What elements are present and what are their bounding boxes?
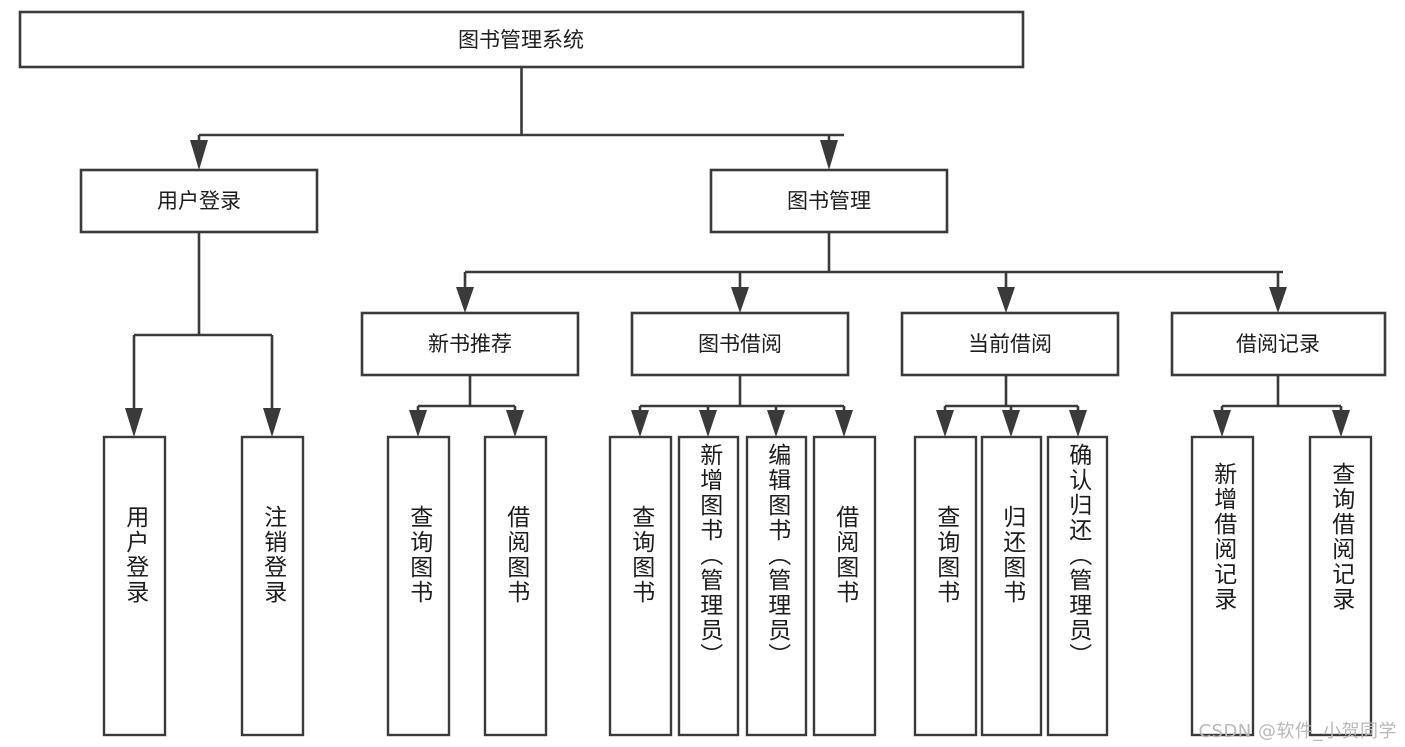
node-leaf-query-record-box[interactable] bbox=[1308, 435, 1373, 737]
node-user-login-label: 用户登录 bbox=[157, 189, 241, 213]
arrow-leaf-confirm-return bbox=[1069, 410, 1087, 437]
node-leaf-return-book-box[interactable] bbox=[980, 435, 1043, 737]
node-book-borrow[interactable]: 图书借阅 bbox=[630, 311, 850, 377]
node-leaf-confirm-return-box[interactable] bbox=[1046, 435, 1109, 737]
leaf-boxes-layer bbox=[102, 435, 1373, 737]
node-leaf-add-record-box[interactable] bbox=[1190, 435, 1255, 737]
node-user-login-box[interactable] bbox=[79, 168, 319, 234]
arrow-leaf-edit-book bbox=[767, 410, 785, 437]
node-leaf-user-login-box[interactable] bbox=[102, 435, 167, 737]
node-current-borrow[interactable]: 当前借阅 bbox=[900, 311, 1120, 377]
node-leaf-query-book-2-box[interactable] bbox=[608, 435, 673, 737]
arrow-leaf-query-record bbox=[1332, 410, 1350, 437]
node-book-borrow-label: 图书借阅 bbox=[698, 332, 782, 356]
node-root[interactable]: 图书管理系统 bbox=[18, 10, 1025, 69]
arrow-leaf-user-logout bbox=[263, 408, 281, 437]
arrow-leaf-add-record bbox=[1213, 410, 1231, 437]
node-leaf-borrow-book-2-box[interactable] bbox=[812, 435, 877, 737]
node-leaf-user-logout-box[interactable] bbox=[240, 435, 305, 737]
node-borrow-record-box[interactable] bbox=[1170, 311, 1387, 377]
arrow-leaf-query-book-3 bbox=[936, 410, 954, 437]
node-leaf-edit-book-box[interactable] bbox=[745, 435, 808, 737]
node-root-box[interactable] bbox=[18, 10, 1025, 69]
node-leaf-query-book-3-box[interactable] bbox=[913, 435, 978, 737]
node-current-borrow-label: 当前借阅 bbox=[968, 332, 1052, 356]
arrow-leaf-return-book bbox=[1002, 410, 1020, 437]
node-leaf-borrow-book-1-box[interactable] bbox=[483, 435, 548, 737]
arrow-leaf-query-book-1 bbox=[409, 410, 427, 437]
node-leaf-query-book-1-box[interactable] bbox=[386, 435, 451, 737]
node-new-book-recommend-label: 新书推荐 bbox=[428, 332, 512, 356]
connector-layer bbox=[125, 67, 1350, 437]
arrow-leaf-add-book bbox=[699, 410, 717, 437]
arrow-leaf-borrow-book-1 bbox=[506, 410, 524, 437]
arrow-leaf-borrow-book-2 bbox=[835, 410, 853, 437]
csdn-watermark: CSDN @软件_小贺同学 bbox=[1198, 721, 1397, 742]
node-book-manage[interactable]: 图书管理 bbox=[709, 168, 949, 234]
arrow-book-borrow bbox=[731, 287, 749, 313]
node-leaf-add-book-box[interactable] bbox=[677, 435, 740, 737]
node-user-login[interactable]: 用户登录 bbox=[79, 168, 319, 234]
node-book-borrow-box[interactable] bbox=[630, 311, 850, 377]
node-borrow-record-label: 借阅记录 bbox=[1236, 332, 1320, 356]
node-new-book-recommend-box[interactable] bbox=[360, 311, 580, 377]
arrow-borrow-record bbox=[1269, 287, 1287, 313]
arrow-leaf-user-login bbox=[125, 408, 143, 437]
node-book-manage-label: 图书管理 bbox=[787, 189, 871, 213]
node-book-manage-box[interactable] bbox=[709, 168, 949, 234]
node-borrow-record[interactable]: 借阅记录 bbox=[1170, 311, 1387, 377]
arrow-new-book-recommend bbox=[456, 287, 474, 313]
node-current-borrow-box[interactable] bbox=[900, 311, 1120, 377]
arrow-current-borrow bbox=[997, 287, 1015, 313]
node-new-book-recommend[interactable]: 新书推荐 bbox=[360, 311, 580, 377]
node-root-label: 图书管理系统 bbox=[458, 28, 584, 52]
arrow-leaf-query-book-2 bbox=[631, 410, 649, 437]
arrow-book-manage bbox=[820, 140, 838, 170]
arrow-user-login bbox=[190, 140, 208, 170]
